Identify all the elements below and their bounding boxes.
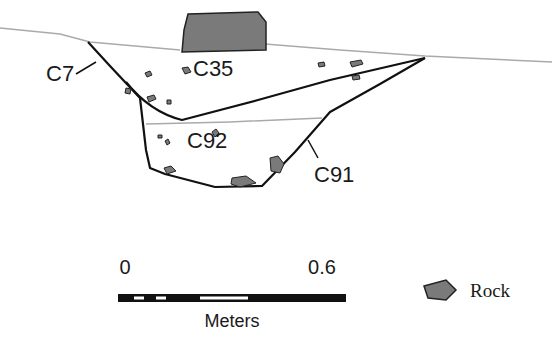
context-label: C92 xyxy=(187,130,227,152)
ground-surface xyxy=(0,28,552,62)
cut-line xyxy=(88,42,425,187)
fill-boundary xyxy=(126,58,425,120)
legend-text: Rock xyxy=(470,281,510,300)
scale-unit: Meters xyxy=(204,312,259,330)
layer-line xyxy=(146,118,322,124)
context-label: C35 xyxy=(193,58,233,80)
scale-number: 0 xyxy=(119,257,130,277)
context-label: C7 xyxy=(46,63,74,85)
legend-rock-sample xyxy=(424,280,456,300)
rock xyxy=(182,12,266,52)
leader-line xyxy=(308,140,318,158)
context-label: C91 xyxy=(314,164,354,186)
scale-number: 0.6 xyxy=(308,257,336,277)
leader-line xyxy=(76,62,96,74)
rock-fragments xyxy=(125,60,363,187)
scale-bar xyxy=(118,294,346,302)
